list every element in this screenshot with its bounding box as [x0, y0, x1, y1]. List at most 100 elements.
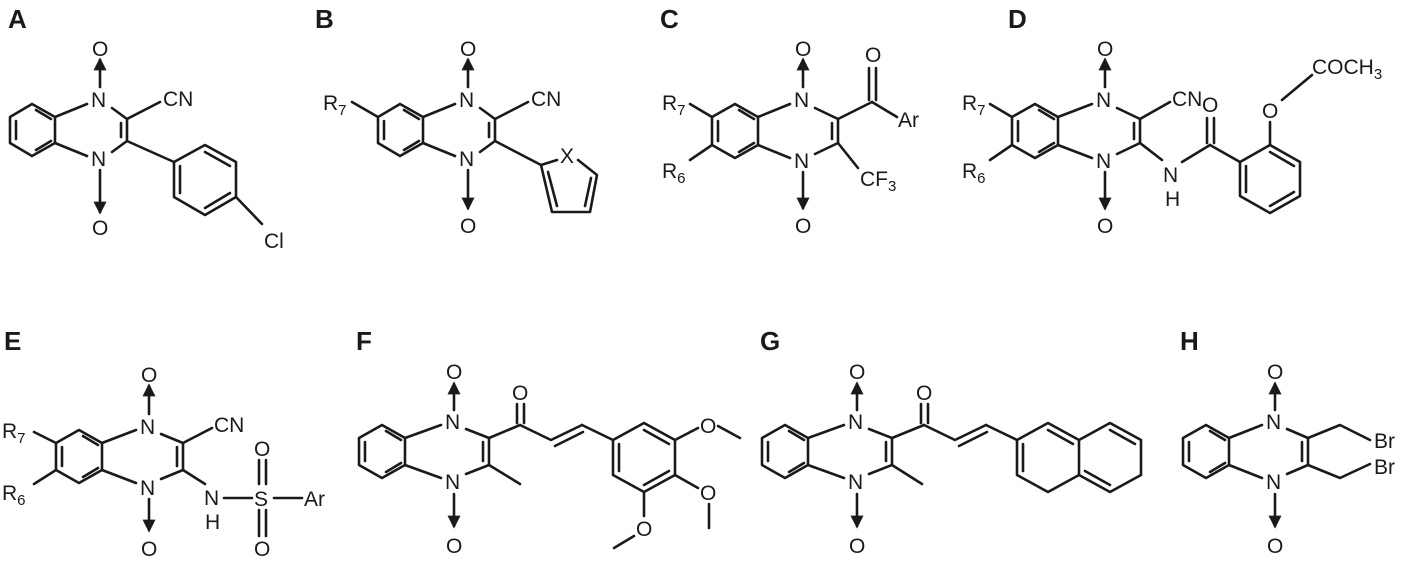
chlorophenyl-ring: [172, 143, 238, 217]
naphthalene-double-bonds: [1021, 428, 1137, 487]
bond-naphthyl: [984, 423, 1019, 442]
panel-label-h: H: [1180, 326, 1199, 356]
bond-methyl: [890, 463, 924, 486]
r6-label: R6: [2, 482, 26, 509]
atom-n1: N: [91, 89, 106, 112]
vinyl-bonds: [518, 423, 585, 448]
bond-ar: [870, 100, 899, 119]
bond-r6: [988, 143, 1014, 162]
atom-o-bottom: O: [141, 538, 157, 561]
methoxy-o-1-label: O: [700, 415, 716, 438]
bond-nh: [1138, 141, 1164, 162]
bond-r6: [688, 143, 714, 162]
bromomethyl-bonds-2: [1306, 462, 1372, 480]
panel-label-c: C: [660, 4, 679, 34]
sulfonyl-double-bond-bottom: [257, 508, 268, 538]
atom-n4: N: [848, 471, 863, 494]
panel-c: C R7 R6 N N O O O Ar CF3: [660, 4, 919, 238]
atom-o-top: O: [92, 38, 108, 61]
r7-label: R7: [962, 92, 986, 119]
amide-carbonyl-double-bond: [1205, 116, 1216, 145]
vinyl-bonds: [922, 423, 989, 448]
bond-trimethoxyphenyl: [580, 423, 615, 442]
pyrazine-double-bond: [487, 117, 497, 143]
chlorophenyl-double-bonds: [178, 150, 232, 210]
panel-label-d: D: [1008, 4, 1027, 34]
bond-cf3: [836, 141, 860, 170]
methoxy-o-2-label: O: [700, 482, 716, 505]
panel-b: B R7 N N O O CN X: [315, 4, 599, 238]
bond-r7: [32, 430, 58, 445]
atom-n1: N: [445, 411, 460, 434]
chloro-label: Cl: [264, 230, 284, 253]
bond-r6: [32, 468, 58, 486]
bond-aryl: [125, 139, 176, 164]
bond-benzoyl: [1208, 143, 1242, 164]
ester-o-label: O: [1262, 100, 1278, 123]
structure-d: R7 R6 N N O O CN N H O: [962, 38, 1382, 238]
benzo-ring-double-bonds: [60, 434, 100, 479]
bromo-2-label: Br: [1374, 456, 1395, 479]
atom-n4: N: [1266, 471, 1281, 494]
benzo-ring-double-bonds: [382, 108, 421, 152]
structure-a: N N O O CN Cl: [8, 38, 284, 253]
atom-n1: N: [1266, 411, 1281, 434]
atom-o-bottom: O: [1097, 215, 1113, 238]
acetylsalicyl-ring: [1238, 143, 1302, 215]
structure-h: N N O O Br Br: [1181, 361, 1395, 558]
aryl-ar-label: Ar: [304, 488, 325, 511]
atom-o-top: O: [460, 38, 476, 61]
panel-a: A N N O O CN Cl: [8, 4, 284, 253]
bond-nh: [181, 468, 207, 486]
r7-label: R7: [2, 420, 26, 447]
carbonyl-double-bond: [867, 66, 878, 102]
panel-label-a: A: [8, 4, 27, 34]
atom-o-top: O: [1097, 38, 1113, 61]
naphthalene-ring-2: [1077, 421, 1143, 494]
pyrazine-ring-bonds: [1227, 423, 1310, 480]
pyrazine-ring-bonds: [100, 428, 185, 485]
atom-o-top: O: [849, 361, 865, 384]
atom-o-bottom: O: [92, 217, 108, 240]
r6-label: R6: [962, 160, 986, 187]
pyrazine-ring-bonds: [806, 423, 894, 480]
pyrazine-double-bond: [481, 436, 491, 467]
bromomethyl-bonds-1: [1306, 423, 1372, 442]
bond-cn: [493, 100, 530, 121]
bond-carbonyl-carbon: [836, 100, 874, 121]
carbonyl-double-bond: [515, 402, 526, 425]
benzo-ring-double-bonds: [1016, 108, 1056, 154]
pyrazine-double-bond: [175, 441, 185, 472]
acetoxy-label: COCH3: [1312, 56, 1382, 83]
cyano-label: CN: [531, 88, 561, 111]
benzo-ring-double-bonds: [363, 429, 403, 474]
carbonyl-o-label: O: [512, 382, 528, 405]
atom-n1: N: [1096, 89, 1111, 112]
bond-r7: [350, 100, 380, 119]
panel-h: H N N O O Br Br: [1180, 326, 1395, 558]
bond-cn: [125, 100, 162, 121]
panel-label-b: B: [315, 4, 334, 34]
bond-acetyl: [1280, 73, 1314, 102]
sulfonyl-double-bond-top: [257, 458, 268, 486]
panel-label-f: F: [356, 326, 372, 356]
bond-amide-carbon: [1180, 143, 1212, 164]
pyrazine-double-bond: [119, 117, 129, 143]
bond-r7: [988, 102, 1014, 119]
structure-f: N N O O O O O O: [357, 361, 742, 558]
sulfonyl-o-bottom-label: O: [254, 538, 270, 561]
atom-o-bottom: O: [795, 215, 811, 238]
carbonyl-o-label: O: [865, 44, 881, 67]
benzo-ring-double-bonds: [766, 429, 806, 474]
atom-n1: N: [140, 416, 155, 439]
acetylsalicyl-double-bonds: [1244, 150, 1296, 208]
bond-heteroaryl: [493, 139, 543, 167]
amide-h-label: H: [1165, 188, 1180, 211]
bond-methoxy-2: [673, 473, 700, 490]
bond-methyl: [487, 463, 522, 486]
aryl-ar-label: Ar: [898, 109, 919, 132]
pyrazine-double-bond: [884, 436, 894, 467]
atom-n1: N: [794, 89, 809, 112]
atom-o-bottom: O: [849, 535, 865, 558]
cyano-label: CN: [214, 414, 244, 437]
